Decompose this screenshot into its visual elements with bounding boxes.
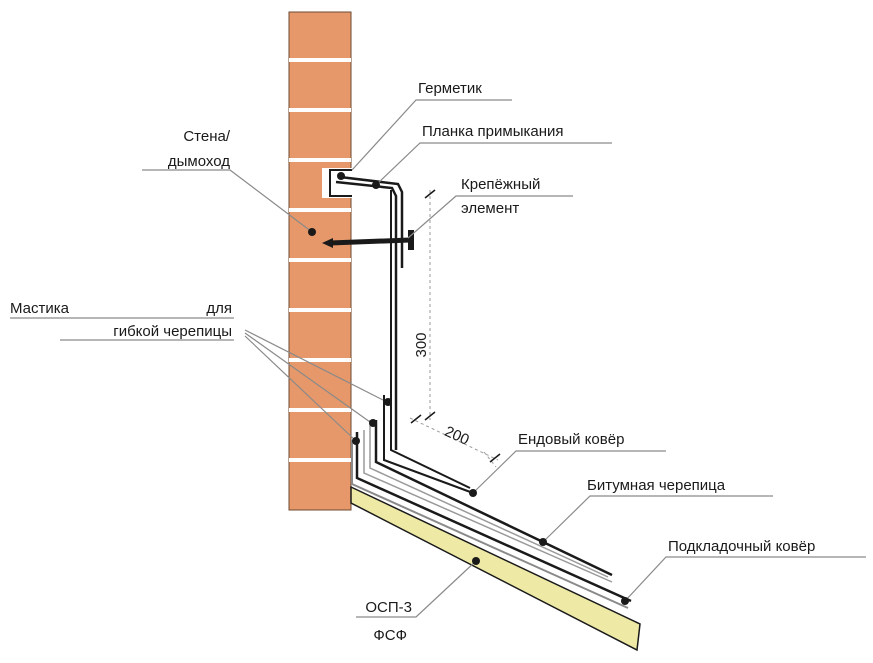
- gray-underlay-lines: [363, 420, 613, 583]
- label-valley-carpet: Ендовый ковёр: [518, 431, 624, 448]
- label-sealant: Герметик: [418, 80, 482, 97]
- label-mastic-line1-a: Мастика: [10, 300, 70, 317]
- label-abutment-strip: Планка примыкания: [422, 123, 564, 140]
- label-wall-line1: Стена/: [183, 128, 231, 145]
- valley-carpet-line: [374, 420, 613, 577]
- label-osb-line2: ФСФ: [373, 627, 407, 644]
- callout-dots: [308, 172, 629, 605]
- dimension-200-label: 200: [442, 423, 472, 449]
- brick-wall: [288, 11, 352, 511]
- label-fastener-line1: Крепёжный: [461, 176, 540, 193]
- label-fastener-line2: элемент: [461, 200, 519, 217]
- label-mastic-line1-b: для: [206, 300, 232, 317]
- osb-board: [350, 485, 641, 652]
- label-mastic-line2: гибкой черепицы: [113, 323, 232, 340]
- bitumen-shingle-line: [355, 432, 632, 603]
- leader-lines: [10, 99, 866, 618]
- label-osb-line1: ОСП-3: [365, 599, 412, 616]
- dimension-300-label: 300: [413, 332, 430, 357]
- underlay-carpet-line: [351, 440, 629, 609]
- abutment-strip: [335, 175, 404, 450]
- dimension-horizontal: [409, 417, 499, 468]
- label-wall-line2: дымоход: [168, 153, 230, 170]
- valley-carpet-vertical: [383, 190, 474, 494]
- label-bitumen-shingle: Битумная черепица: [587, 477, 726, 494]
- fastener-icon: [322, 230, 414, 250]
- label-underlay-carpet: Подкладочный ковёр: [668, 538, 815, 555]
